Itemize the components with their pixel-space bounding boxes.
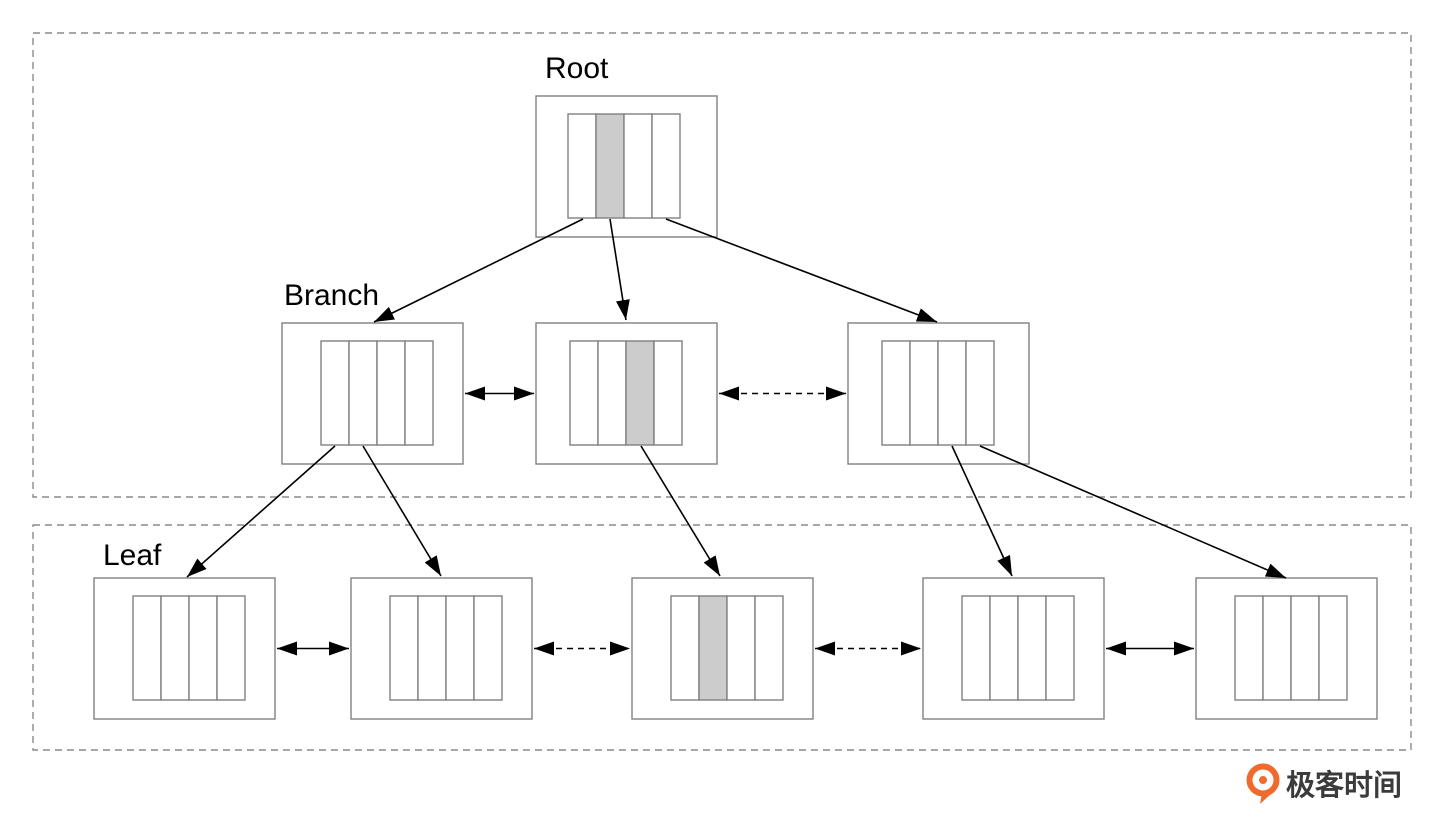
upper-region xyxy=(32,32,1412,498)
leaf-2-slot-4 xyxy=(473,595,503,701)
leaf-5-slot-1 xyxy=(1234,595,1264,701)
leaf-1-slot-2 xyxy=(160,595,190,701)
branch-2-slot-2 xyxy=(597,340,627,446)
leaf-2-slot-2 xyxy=(417,595,447,701)
root-slot-2-highlighted xyxy=(595,113,625,219)
brand-name: 极客时间 xyxy=(1286,768,1402,802)
branch-3-slot-1 xyxy=(881,340,911,446)
branch-3-slot-2 xyxy=(909,340,939,446)
branch-1-node xyxy=(281,322,464,465)
root-node xyxy=(535,95,718,238)
edge-branch-1-to-leaf-2 xyxy=(362,445,442,577)
leaf-4-slot-4 xyxy=(1045,595,1075,701)
edge-branch-3-to-leaf-4 xyxy=(951,445,1013,577)
leaf-4-node xyxy=(922,577,1105,720)
leaf-1-node xyxy=(93,577,276,720)
branch-3-slot-3 xyxy=(937,340,967,446)
branch-1-slot-4 xyxy=(404,340,434,446)
edge-root-to-branch-2 xyxy=(609,218,630,321)
leaf-label: Leaf xyxy=(103,539,162,572)
leaf-4-slot-3 xyxy=(1017,595,1047,701)
leaf-3-slot-3 xyxy=(726,595,756,701)
edge-root-to-branch-1 xyxy=(373,218,584,323)
branch-1-slot-3 xyxy=(376,340,406,446)
leaf-3-slot-4 xyxy=(754,595,784,701)
branch-1-slot-2 xyxy=(348,340,378,446)
root-slot-1 xyxy=(567,113,597,219)
edge-branch-1-to-leaf-1 xyxy=(186,445,336,578)
root-label: Root xyxy=(545,52,609,85)
leaf-region xyxy=(32,524,1412,751)
leaf-3-slot-1 xyxy=(670,595,700,701)
leaf-5-slot-3 xyxy=(1290,595,1320,701)
leaf-5-node xyxy=(1195,577,1378,720)
branch-2-slot-3-highlighted xyxy=(625,340,655,446)
leaf-1-slot-4 xyxy=(216,595,246,701)
branch-3-slot-4 xyxy=(965,340,995,446)
edge-branch-3-to-leaf-5 xyxy=(979,445,1287,579)
branch-3-node xyxy=(847,322,1030,465)
branch-1-slot-1 xyxy=(320,340,350,446)
leaf-1-slot-1 xyxy=(132,595,162,701)
branch-2-slot-1 xyxy=(569,340,599,446)
leaf-5-slot-4 xyxy=(1318,595,1348,701)
root-slot-4 xyxy=(651,113,681,219)
leaf-3-node xyxy=(631,577,814,720)
branch-2-slot-4 xyxy=(653,340,683,446)
leaf-2-slot-1 xyxy=(389,595,419,701)
leaf-4-slot-2 xyxy=(989,595,1019,701)
root-slot-3 xyxy=(623,113,653,219)
edge-branch-2-to-leaf-3 xyxy=(640,445,721,577)
branch-label: Branch xyxy=(284,279,379,312)
leaf-1-slot-3 xyxy=(188,595,218,701)
leaf-2-node xyxy=(350,577,533,720)
leaf-5-slot-2 xyxy=(1262,595,1292,701)
leaf-3-slot-2-highlighted xyxy=(698,595,728,701)
branch-2-node xyxy=(535,322,718,465)
edge-root-to-branch-3 xyxy=(665,218,938,323)
leaf-4-slot-1 xyxy=(961,595,991,701)
geektime-logo-icon xyxy=(1246,763,1280,804)
leaf-2-slot-3 xyxy=(445,595,475,701)
